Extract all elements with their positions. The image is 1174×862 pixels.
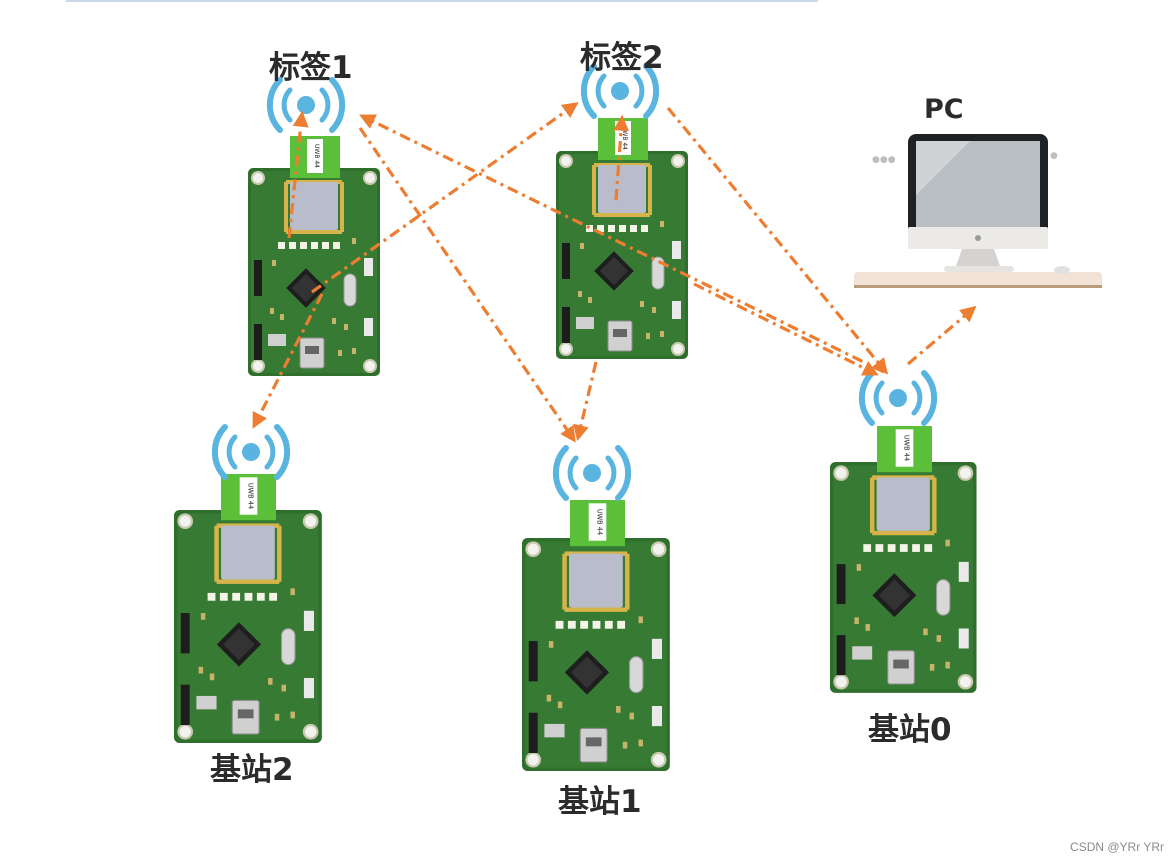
tag1-signal-icon <box>270 80 342 130</box>
svg-text:●: ● <box>1050 151 1058 161</box>
watermark: CSDN @YRr YRr <box>1070 840 1164 854</box>
arrow-tag1-to-anchor2 <box>252 293 324 429</box>
arrow-tag1-up <box>287 110 309 239</box>
arrow-tag1-to-anchor1 <box>358 127 576 443</box>
arrow-tag2-to-anchor1 <box>573 361 598 442</box>
pc-icon: ●●● ● <box>854 134 1102 288</box>
tag2-label: 标签2 <box>580 40 664 76</box>
svg-text:●●●: ●●● <box>872 155 896 165</box>
top-divider-line <box>66 0 818 2</box>
anchor2-device <box>172 427 323 745</box>
anchor1-label: 基站1 <box>558 784 642 820</box>
arrow-tag2-to-anchor0 <box>666 106 889 375</box>
anchor0-device <box>828 373 978 694</box>
anchor0-signal-icon <box>862 373 934 423</box>
arrow-tag2-to-anchor0-b <box>693 282 879 376</box>
anchor1-signal-icon <box>556 448 628 498</box>
arrow-anchor0-to-tag1 <box>359 114 885 374</box>
anchor0-label: 基站0 <box>868 712 952 748</box>
tag1-device <box>247 80 381 377</box>
anchor1-device <box>520 448 671 773</box>
arrow-tag2-up <box>613 114 630 201</box>
anchor2-label: 基站2 <box>210 752 294 788</box>
anchor2-signal-icon <box>215 427 287 477</box>
arrow-anchor2-to-tag2 <box>311 102 579 294</box>
signal-arrows <box>252 102 977 443</box>
tag1-label: 标签1 <box>269 50 353 86</box>
pc-label: PC <box>924 94 964 125</box>
arrow-anchor0-to-pc <box>906 305 977 366</box>
